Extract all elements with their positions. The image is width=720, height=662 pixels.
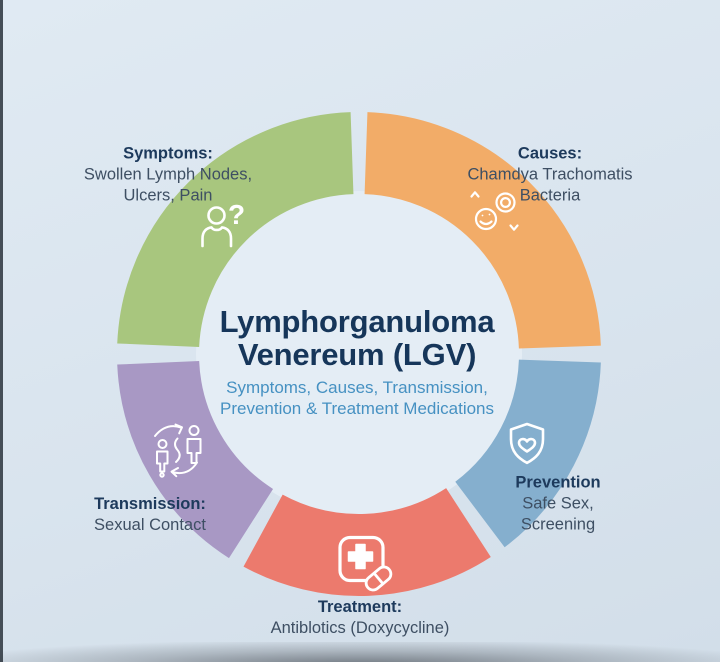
donut-segments xyxy=(116,111,601,597)
symptoms-line1: Swollen Lymph Nodes, xyxy=(83,165,253,184)
title-line1: Lymphorganuloma xyxy=(219,304,495,339)
prevention-heading: Prevention xyxy=(515,473,601,492)
pill-icon xyxy=(364,565,393,592)
transmission-line1: Sexual Contact xyxy=(94,516,206,534)
treatment-line1: Antiblotics (Doxycycline) xyxy=(270,619,450,637)
bacteria-icon xyxy=(470,191,519,231)
segment-transmission xyxy=(116,112,601,596)
causes-heading: Causes: xyxy=(517,144,583,163)
chart-center-text: Lymphorganuloma Venereum (LGV) Symptoms,… xyxy=(220,305,495,419)
subtitle-line2: Prevention & Treatment Medications xyxy=(219,398,495,418)
symptoms-line2: Ulcers, Pain xyxy=(123,186,213,205)
page-subtitle: Symptoms, Causes, Transmission, Preventi… xyxy=(220,378,495,419)
causes-line1: Chamdya Trachomatis xyxy=(467,165,633,184)
prevention-label: Prevention Safe Sex, Screening xyxy=(515,473,600,536)
people-exchange-icon xyxy=(154,423,202,478)
causes-label: Causes: Chamdya Trachomatis Bacteria xyxy=(467,144,632,207)
shield-heart-icon xyxy=(509,422,545,465)
medical-kit-pill-icon xyxy=(338,535,393,592)
transmission-label: Transmission: Sexual Contact xyxy=(94,494,206,536)
segment-treatment xyxy=(116,111,601,596)
treatment-label: Treatment: Antiblotics (Doxycycline) xyxy=(271,597,450,639)
title-line2: Venereum (LGV) xyxy=(237,337,477,372)
prevention-line1: Safe Sex, xyxy=(522,494,594,513)
segment-symptoms xyxy=(117,112,601,596)
causes-line2: Bacteria xyxy=(519,186,581,205)
symptoms-heading: Symptoms: xyxy=(123,144,213,163)
donut-inner-circle xyxy=(196,191,522,517)
transmission-heading: Transmission: xyxy=(94,495,206,513)
bottom-shadow xyxy=(0,642,720,662)
symptoms-label: Symptoms: Swollen Lymph Nodes, Ulcers, P… xyxy=(84,144,252,207)
segment-prevention xyxy=(116,111,601,596)
left-edge-strip xyxy=(0,0,3,662)
segment-causes xyxy=(116,112,601,597)
page-title: Lymphorganuloma Venereum (LGV) xyxy=(220,305,495,371)
svg-text:?: ? xyxy=(228,199,245,230)
treatment-heading: Treatment: xyxy=(317,598,403,616)
prevention-line2: Screening xyxy=(520,515,596,534)
person-question-icon: ? xyxy=(201,199,245,248)
subtitle-line1: Symptoms, Causes, Transmission, xyxy=(226,378,488,397)
